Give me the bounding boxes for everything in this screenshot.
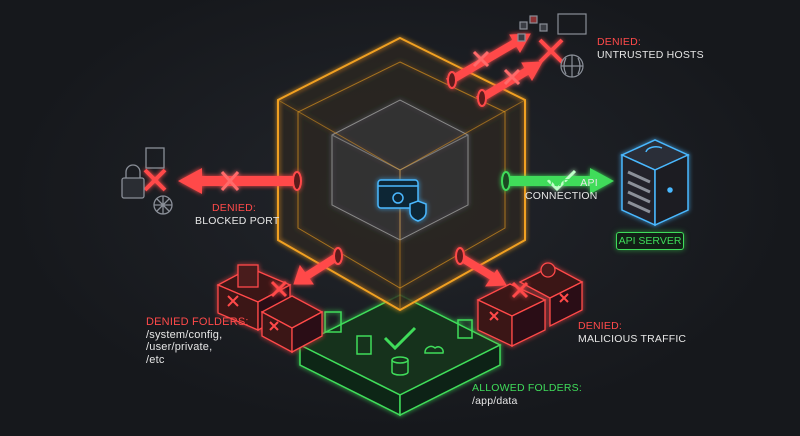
api-connection-label: ALLOWED API CONNECTION — [525, 177, 598, 202]
allowed-folders-tray — [298, 294, 502, 417]
malicious-traffic-text: MALICIOUS TRAFFIC — [578, 332, 687, 345]
api-server-badge: API SERVER — [616, 232, 684, 250]
allowed-folders-label: ALLOWED FOLDERS: /app/data — [472, 382, 582, 407]
api-connection-text2: CONNECTION — [525, 189, 598, 202]
untrusted-hosts-text: UNTRUSTED HOSTS — [597, 48, 704, 61]
api-connection-text1: API — [577, 177, 598, 189]
untrusted-hosts-label: DENIED: UNTRUSTED HOSTS — [597, 36, 704, 61]
blocked-port-label: DENIED: BLOCKED PORT — [195, 202, 279, 227]
malicious-traffic-arrow — [455, 247, 529, 299]
malicious-traffic-label: DENIED: MALICIOUS TRAFFIC — [578, 320, 686, 345]
api-connection-status: ALLOWED — [525, 177, 578, 189]
denied-folder-path: /system/config, — [146, 328, 223, 341]
sandboxed-app-icon — [377, 179, 427, 222]
allowed-folder-path: /app/data — [472, 394, 518, 407]
allowed-api-arrow — [501, 168, 614, 194]
malicious-traffic-status: DENIED: — [578, 320, 622, 332]
blocked-port-icons — [121, 147, 173, 215]
blocked-port-text: BLOCKED PORT — [195, 214, 280, 227]
denied-folder-path: /etc — [146, 353, 165, 366]
blocked-port-status: DENIED: — [212, 202, 256, 214]
untrusted-hosts-status: DENIED: — [597, 36, 641, 48]
denied-folder-arrow — [270, 247, 343, 298]
denied-folders-status: DENIED FOLDERS: — [146, 316, 249, 328]
blocked-port-arrow — [143, 168, 302, 194]
denied-folders-boxes — [216, 264, 324, 354]
denied-folder-path: /user/private, — [146, 341, 213, 353]
sandbox-cube — [277, 36, 526, 312]
denied-folders-label: DENIED FOLDERS: /system/config, /user/pr… — [146, 316, 249, 366]
allowed-folders-status: ALLOWED FOLDERS: — [472, 382, 582, 394]
malicious-traffic-boxes — [476, 262, 584, 348]
untrusted-hosts-icons — [517, 13, 587, 78]
api-server-icon — [620, 139, 690, 227]
